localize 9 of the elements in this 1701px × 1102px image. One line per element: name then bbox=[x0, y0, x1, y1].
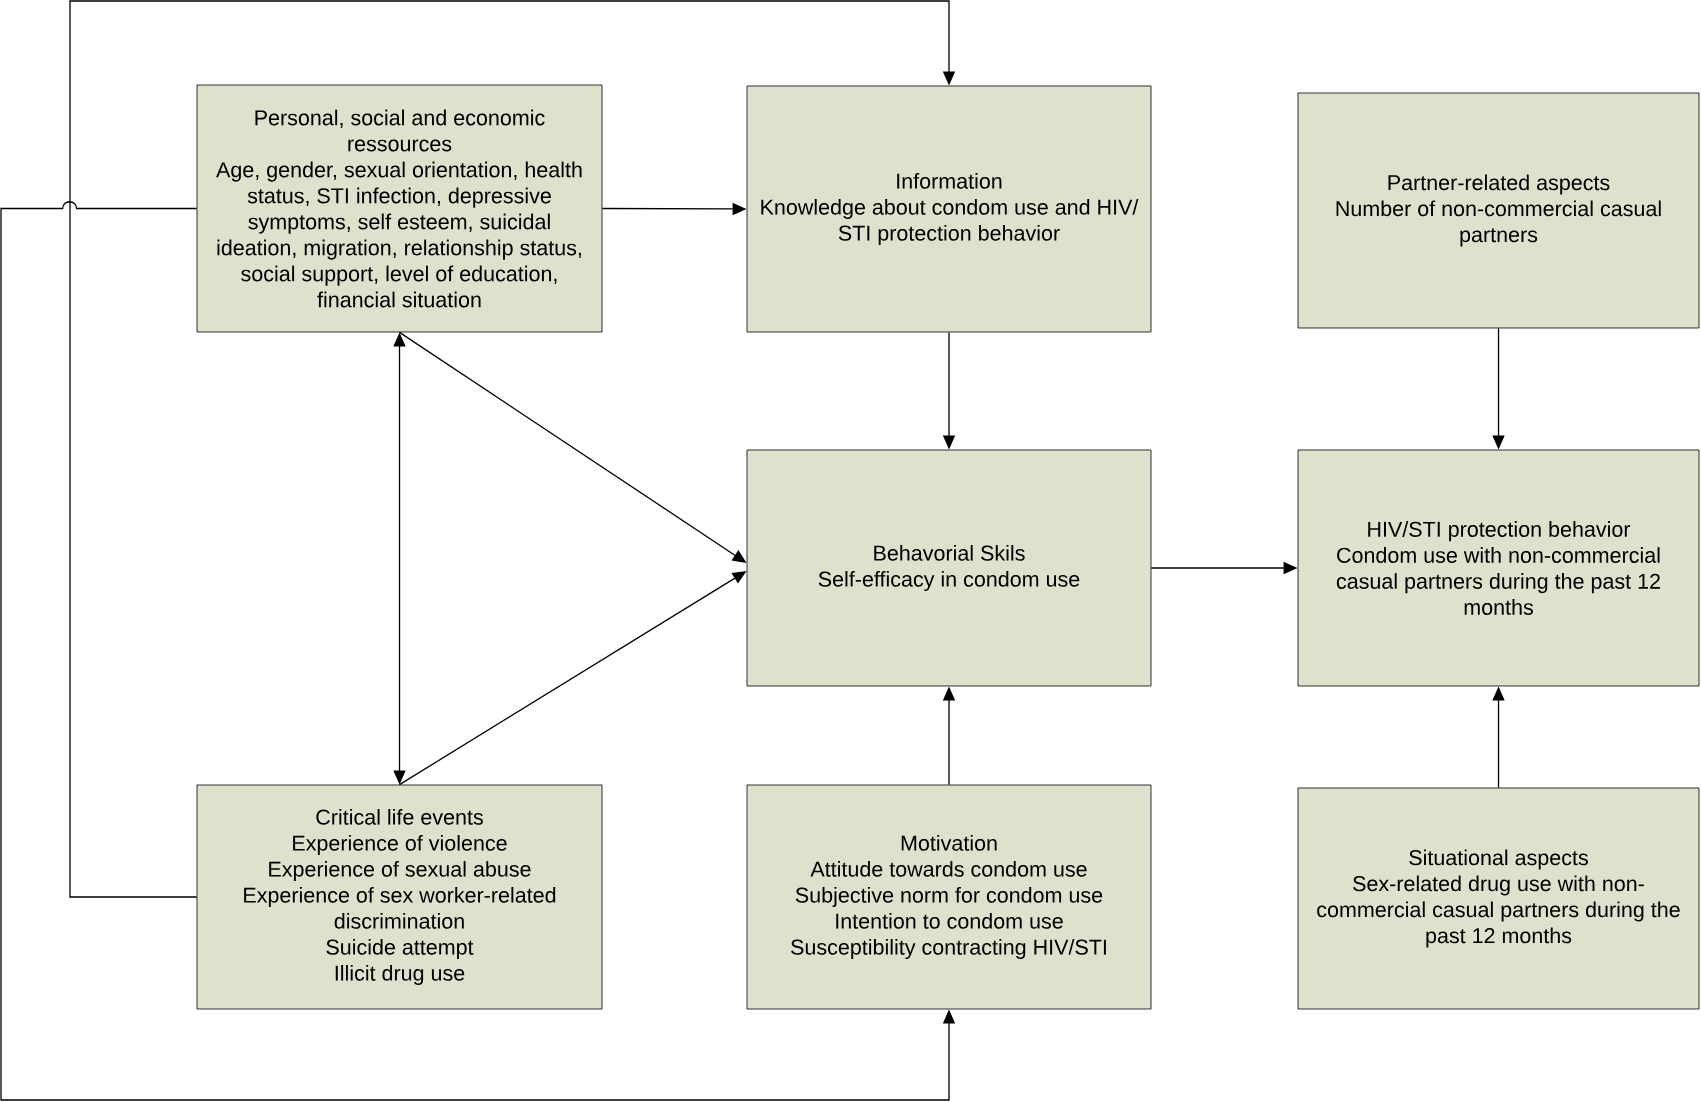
concept-box: Situational aspects Sex-related drug use with non-commercial casual partners during the past 12 months bbox=[1297, 787, 1700, 1010]
arrow bbox=[69, 0, 956, 898]
concept-box: Critical life events Experience of violence Experience of sexual abuse Experience of sex worker-related discrimination Suicide attempt Illicit drug use bbox=[196, 784, 603, 1010]
concept-box: Partner-related aspects Number of non-commercial casual partners bbox=[1297, 92, 1700, 329]
concept-box: HIV/STI protection behavior Condom use with non-commercial casual partners during the past 12 months bbox=[1297, 449, 1700, 687]
concept-box: Motivation Attitude towards condom use Subjective norm for condom use Intention to condom use Susceptibility contracting HIV/STI bbox=[746, 784, 1152, 1010]
concept-box: Personal, social and economic ressources Age, gender, sexual orientation, health status, STI infection, depressive symptoms, self esteem, suicidal ideation, migration, relationship status, social support, level of education, financial situation bbox=[196, 84, 603, 333]
concept-box: Behavorial Skils Self-efficacy in condom use bbox=[746, 449, 1152, 687]
concept-box: Information Knowledge about condom use and HIV/STI protection behavior bbox=[746, 85, 1152, 333]
